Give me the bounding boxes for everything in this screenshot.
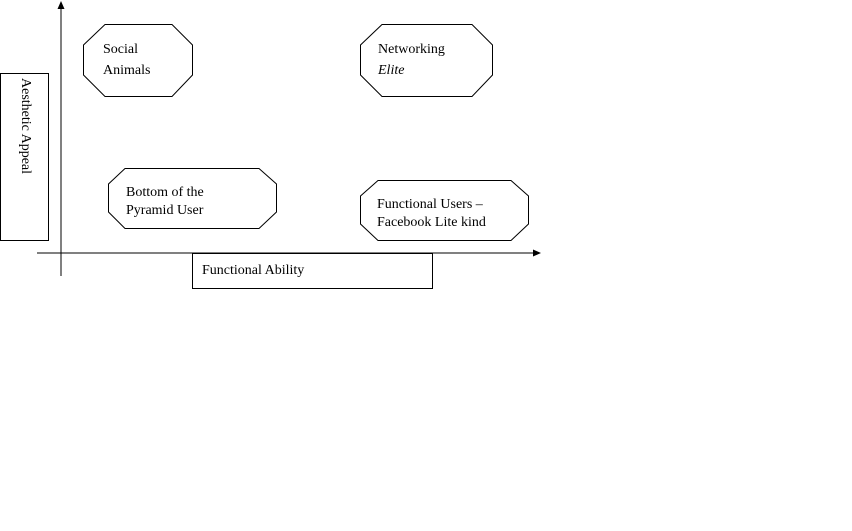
- quadrant-bottom-left: Bottom of the Pyramid User: [108, 168, 277, 229]
- quadrant-top-left-line1: Social: [103, 42, 138, 57]
- quadrant-bottom-right-line1: Functional Users –: [377, 197, 484, 212]
- x-axis-label: Functional Ability: [202, 263, 304, 278]
- quadrant-top-left-line2: Animals: [103, 63, 150, 78]
- quadrant-top-left: Social Animals: [83, 24, 193, 97]
- quadrant-top-right-line2: Elite: [377, 63, 404, 78]
- quadrant-bottom-right-line2: Facebook Lite kind: [377, 215, 486, 230]
- quadrant-bottom-left-line1: Bottom of the: [126, 185, 204, 200]
- quadrant-bottom-left-line2: Pyramid User: [126, 203, 204, 218]
- y-axis-arrow-icon: [57, 1, 65, 9]
- quadrant-top-right: Networking Elite: [360, 24, 493, 97]
- x-axis-label-box: Functional Ability: [192, 253, 433, 289]
- x-axis-arrow-icon: [533, 249, 541, 257]
- y-axis-label-box: Aesthetic Appeal: [0, 73, 49, 241]
- quadrant-top-right-line1: Networking: [378, 42, 445, 57]
- quadrant-bottom-right: Functional Users – Facebook Lite kind: [360, 180, 529, 241]
- y-axis-label: Aesthetic Appeal: [18, 78, 33, 174]
